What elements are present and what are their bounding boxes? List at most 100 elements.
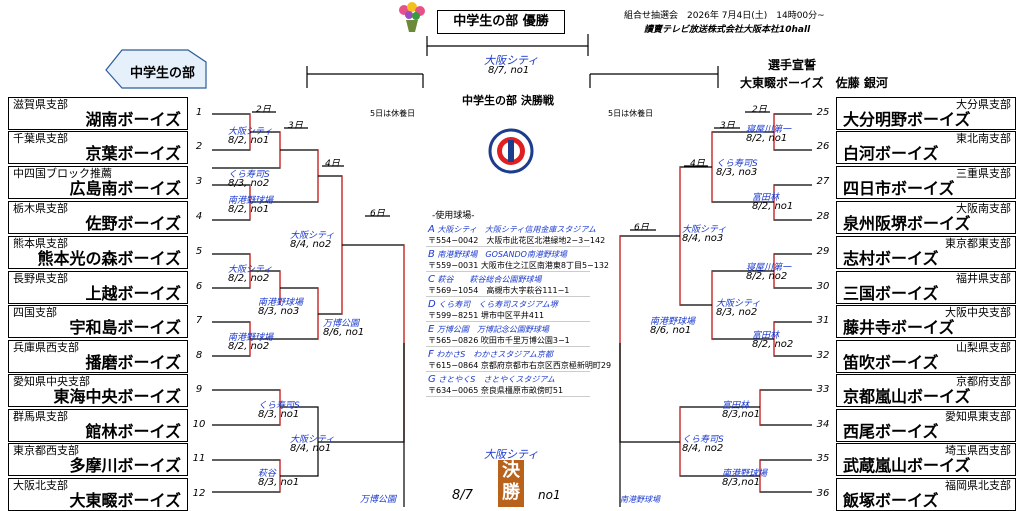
venue-code: B (428, 249, 435, 260)
venue-entry: G さとやくS さとやくスタジアム (428, 374, 555, 385)
team-box: 四国支部宇和島ボーイズ (8, 305, 188, 338)
game-date: 8/3, no3 (258, 306, 300, 317)
venue-name: 大阪シティ 大阪シティ信用金庫スタジアム (437, 225, 596, 234)
team-pref: 愛知県中央支部 (13, 375, 90, 388)
venue-name: くら寿司 くら寿司スタジアム堺 (438, 300, 558, 309)
team-number: 32 (816, 350, 830, 361)
game-date: 8/4, no2 (682, 443, 724, 454)
venue-divider (426, 296, 590, 297)
game-date: 8/2, no1 (228, 135, 270, 146)
game-venue: 富田林 (722, 401, 750, 411)
team-number: 29 (816, 246, 830, 257)
game-venue: 南港野球場 (228, 333, 274, 343)
game-date: 8/2, no2 (228, 273, 270, 284)
team-box: 愛知県東支部西尾ボーイズ (836, 409, 1016, 442)
game-venue: 寝屋川第一 (746, 125, 792, 135)
team-number: 11 (192, 453, 206, 464)
round-label-l6: 6日 (370, 209, 385, 219)
team-box: 栃木県支部佐野ボーイズ (8, 201, 188, 234)
game-venue: 大阪シティ (228, 265, 273, 275)
game-date: 8/3, no1 (258, 409, 300, 420)
team-number: 6 (195, 281, 203, 292)
game-date: 8/3, no3 (716, 167, 758, 178)
team-number: 2 (195, 141, 203, 152)
team-name: 白河ボーイズ (843, 144, 939, 163)
final-label: 中学生の部 決勝戦 (462, 94, 554, 107)
team-pref: 栃木県支部 (13, 202, 68, 215)
venue-address: 〒599−8251 堺市中区平井411 (428, 311, 545, 320)
round-label-l4: 4日 (325, 159, 340, 169)
team-box: 福岡県北支部飯塚ボーイズ (836, 478, 1016, 511)
venue-name: さとやくS さとやくスタジアム (438, 375, 555, 384)
venue-name: 萩谷 萩谷総合公園野球場 (437, 275, 542, 284)
venue-entry: D くら寿司 くら寿司スタジアム堺 (428, 299, 558, 310)
team-box: 山梨県支部笛吹ボーイズ (836, 340, 1016, 373)
game-venue: 南港野球場 (650, 317, 696, 327)
team-number: 1 (195, 107, 203, 118)
team-pref: 大阪南支部 (956, 202, 1011, 215)
venue-heading: -使用球場- (432, 211, 475, 221)
team-box: 愛知県中央支部東海中央ボーイズ (8, 374, 188, 407)
team-number: 5 (195, 246, 203, 257)
final-no: no1 (538, 488, 561, 502)
game-venue: 南港野球場 (258, 298, 304, 308)
venue-divider (426, 346, 590, 347)
team-pref: 中四国ブロック推薦 (13, 167, 112, 180)
champion-title-box: 中学生の部 優勝 (437, 10, 565, 34)
team-pref: 滋賀県支部 (13, 98, 68, 111)
team-pref: 四国支部 (13, 306, 57, 319)
team-name: 三国ボーイズ (843, 284, 939, 303)
team-pref: 長野県支部 (13, 272, 68, 285)
venue-address: 〒565−0826 吹田市千里万博公園3−1 (428, 336, 570, 345)
team-box: 東京都東支部志村ボーイズ (836, 236, 1016, 269)
team-box: 福井県支部三国ボーイズ (836, 271, 1016, 304)
venue-name: 万博公園 万博記念公園野球場 (436, 325, 549, 334)
game-date: 8/3, no2 (228, 178, 270, 189)
team-pref: 東京都西支部 (13, 444, 79, 457)
venue-divider (426, 396, 590, 397)
game-venue: 大阪シティ (228, 127, 273, 137)
team-pref: 大分県支部 (956, 98, 1011, 111)
team-pref: 大阪中央支部 (945, 306, 1011, 319)
game-date: 8/3,no1 (722, 477, 761, 488)
team-number: 34 (816, 419, 830, 430)
team-name: 佐野ボーイズ (85, 214, 181, 233)
team-pref: 熊本県支部 (13, 237, 68, 250)
venue-entry: A 大阪シティ 大阪シティ信用金庫スタジアム (428, 224, 596, 235)
bottom-right-venue: 南港野球場 (620, 495, 660, 504)
venue-code: E (428, 324, 435, 335)
team-box: 京都府支部京都嵐山ボーイズ (836, 374, 1016, 407)
team-pref: 京都府支部 (956, 375, 1011, 388)
team-pref: 福岡県北支部 (945, 479, 1011, 492)
team-pref: 大阪北支部 (13, 479, 68, 492)
venue-address: 〒559−0031 大阪市住之江区南港東8丁目5−132 (428, 261, 610, 270)
team-name: 京葉ボーイズ (85, 144, 181, 163)
venue-entry: B 南港野球場 GOSANDO南港野球場 (428, 249, 567, 260)
team-name: 宇和島ボーイズ (69, 318, 181, 337)
venue-address: 〒634−0065 奈良県橿原市畝傍町51 (428, 386, 564, 395)
game-venue: 富田林 (752, 193, 780, 203)
draw-place: 讀賣テレビ放送株式会社大阪本社10hall (644, 25, 811, 35)
team-box: 千葉県支部京葉ボーイズ (8, 131, 188, 164)
game-date: 8/3, no2 (716, 307, 758, 318)
team-number: 7 (195, 315, 203, 326)
team-number: 33 (816, 384, 830, 395)
team-number: 36 (816, 488, 830, 499)
team-name: 上越ボーイズ (85, 284, 181, 303)
team-pref: 群馬県支部 (13, 410, 68, 423)
venue-code: A (428, 224, 435, 235)
team-box: 東京都西支部多摩川ボーイズ (8, 443, 188, 476)
team-pref: 千葉県支部 (13, 132, 68, 145)
team-box: 大阪北支部大東畷ボーイズ (8, 478, 188, 511)
game-date: 8/2, no1 (746, 133, 788, 144)
game-date: 8/2, no2 (228, 341, 270, 352)
round-label-l2: 2日 (256, 105, 271, 115)
game-date: 8/4, no1 (290, 443, 332, 454)
game-venue: 萩谷 (258, 469, 277, 479)
round-label-r2: 2日 (752, 105, 767, 115)
team-name: 大分明野ボーイズ (843, 110, 971, 129)
venue-address: 〒615−0864 京都府京都市右京区西京極新明町29 (428, 361, 612, 370)
round-label-r3: 3日 (720, 121, 735, 131)
venue-name: わかさS わかさスタジアム京都 (436, 350, 553, 359)
